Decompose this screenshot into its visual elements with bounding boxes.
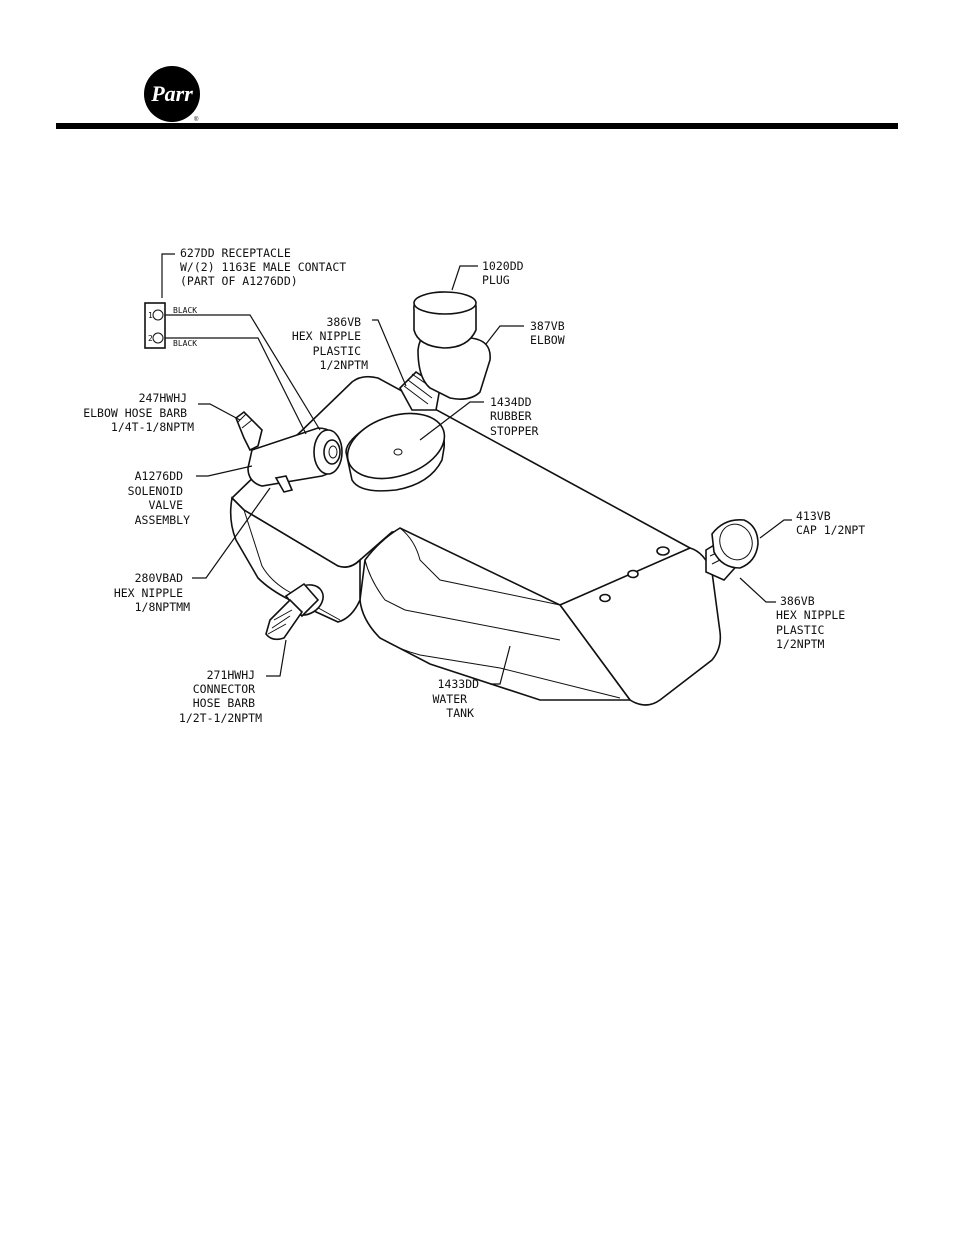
right-cap — [711, 518, 759, 569]
water-tank-body — [229, 375, 722, 706]
pin-2-label: 2 — [148, 334, 153, 343]
parr-logo: Parr ® — [144, 66, 200, 123]
plug-label: 1020DD PLUG — [482, 259, 530, 287]
wire-1-label: BLACK — [173, 306, 197, 315]
wire-2-label: BLACK — [173, 339, 197, 348]
wires: BLACK BLACK — [165, 306, 321, 435]
elbow-hose-barb — [235, 410, 263, 452]
plug-cap — [413, 291, 477, 349]
rubber-stopper — [345, 412, 446, 492]
cap-label: 413VB CAP 1/2NPT — [796, 509, 865, 537]
elbow-label: 387VB ELBOW — [530, 319, 572, 347]
elbow-hose-barb-label: 247HWHJ ELBOW HOSE BARB 1/4T-1/8NPTM — [83, 391, 194, 434]
header-rule — [56, 123, 898, 129]
hex-nipple-right-label: 386VB HEX NIPPLE PLASTIC 1/2NPTM — [776, 594, 852, 651]
receptacle-label: 627DD RECEPTACLE W/(2) 1163E MALE CONTAC… — [180, 246, 353, 288]
water-tank-label: 1433DD WATER TANK — [432, 677, 486, 720]
logo-text: Parr — [150, 81, 193, 106]
connector-hose-barb-label: 271HWHJ CONNECTOR HOSE BARB 1/2T-1/2NPTM — [179, 668, 262, 725]
pin-1-label: 1 — [148, 311, 153, 320]
connector-hose-barb — [265, 598, 304, 641]
solenoid-valve — [247, 427, 343, 493]
hex-nipple-top-label: 386VB HEX NIPPLE PLASTIC 1/2NPTM — [292, 315, 368, 372]
solenoid-valve-label: A1276DD SOLENOID VALVE ASSEMBLY — [128, 469, 190, 527]
hex-nipple-small-label: 280VBAD HEX NIPPLE 1/8NPTMM — [114, 571, 190, 614]
leader-lines — [161, 253, 792, 685]
receptacle-box: 1 2 — [144, 302, 166, 349]
logo-registered-mark: ® — [194, 116, 199, 123]
rubber-stopper-label: 1434DD RUBBER STOPPER — [490, 395, 539, 438]
